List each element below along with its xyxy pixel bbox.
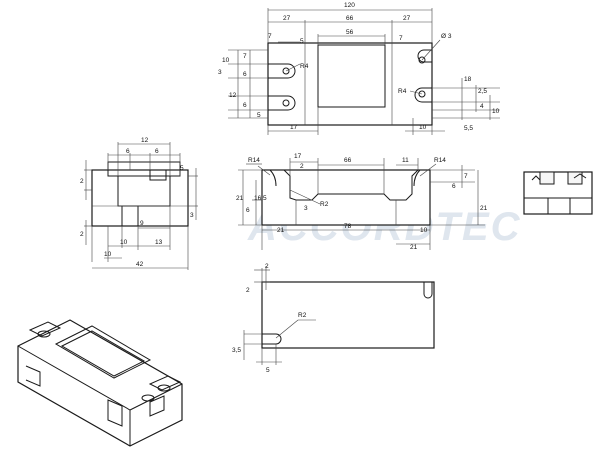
dim-2: 2	[300, 163, 304, 170]
mount-hole-left-top	[282, 67, 290, 75]
end-view	[523, 171, 593, 215]
dim-7-right: 7	[399, 35, 403, 42]
dim-6b: 6	[155, 148, 159, 155]
dim-r2: R2	[298, 312, 307, 319]
dim-17: 17	[294, 153, 302, 160]
dim-v6b: 6	[243, 102, 247, 109]
dim-21-right: 21	[410, 244, 418, 251]
mount-hole-right	[418, 56, 426, 64]
dim-h2: 2	[80, 178, 84, 185]
dim-2a: 2	[265, 263, 269, 270]
dim-10-right: 10	[492, 108, 500, 115]
dim-h6: 6	[246, 207, 250, 214]
dim-11: 11	[402, 157, 409, 164]
dim-9: 9	[140, 220, 144, 227]
dim-120: 120	[344, 2, 355, 9]
top-view: 120 27 66 27 56 7 5 7 Ø 3 R4 R4 10 7 3 6…	[218, 2, 500, 135]
dim-5: 5	[266, 367, 270, 374]
dim-v21: 21	[480, 205, 488, 212]
dim-6a: 6	[126, 148, 130, 155]
dim-5-5: 5,5	[464, 125, 473, 132]
dim-10: 10	[120, 239, 128, 246]
bottom-view: 2 2 R2 3,5 5	[232, 263, 435, 374]
dim-r2: R2	[320, 201, 329, 208]
dim-h16-5: 16,5	[254, 195, 267, 202]
dim-h21: 21	[236, 195, 244, 202]
dim-10-bottom: 10	[419, 124, 427, 131]
dim-r4-left: R4	[300, 63, 309, 70]
dim-2b: 2	[246, 287, 250, 294]
dim-h3: 3	[190, 212, 194, 219]
front-view: R14 17 2 66 11 R14 21 16,5 6 R2 3 21 78 …	[236, 153, 488, 251]
dim-4: 4	[480, 103, 484, 110]
dim-v6: 6	[243, 71, 247, 78]
dim-2-5: 2,5	[478, 88, 487, 95]
dim-5: 5	[300, 38, 304, 45]
dim-v6: 6	[452, 183, 456, 190]
dim-r14-left: R14	[248, 157, 260, 164]
dim-v10: 10	[222, 57, 230, 64]
isometric-view	[17, 319, 183, 447]
dim-21-left: 21	[277, 227, 285, 234]
dim-h5: 5	[180, 165, 184, 172]
side-view: 12 6 6 2 5 3 2 9 10 13 10 42	[80, 137, 198, 270]
dim-r4-right: R4	[398, 88, 407, 95]
dim-v5: 5	[257, 112, 261, 119]
dim-27-left: 27	[283, 15, 291, 22]
dim-78: 78	[344, 223, 352, 230]
dim-12: 12	[141, 137, 149, 144]
dim-66: 66	[346, 15, 354, 22]
dim-66: 66	[344, 157, 352, 164]
dim-h2b: 2	[80, 231, 84, 238]
dim-7-left: 7	[268, 33, 272, 40]
dim-27-right: 27	[403, 15, 411, 22]
dim-v3: 3	[218, 69, 222, 76]
dim-13: 13	[155, 239, 163, 246]
dim-v12: 12	[229, 92, 237, 99]
dim-56: 56	[346, 29, 354, 36]
dim-18: 18	[464, 76, 472, 83]
dim-r14-right: R14	[434, 157, 446, 164]
mount-hole-left-bottom	[282, 99, 290, 107]
dim-10b: 10	[104, 251, 112, 258]
dim-42: 42	[136, 261, 144, 268]
dim-10: 10	[420, 227, 428, 234]
dim-hole-diameter: Ø 3	[441, 33, 452, 40]
dim-3-5: 3,5	[232, 347, 241, 354]
dim-17-bottom: 17	[290, 124, 298, 131]
dim-v7: 7	[464, 173, 468, 180]
dim-v7: 7	[243, 53, 247, 60]
dim-3: 3	[304, 205, 308, 212]
